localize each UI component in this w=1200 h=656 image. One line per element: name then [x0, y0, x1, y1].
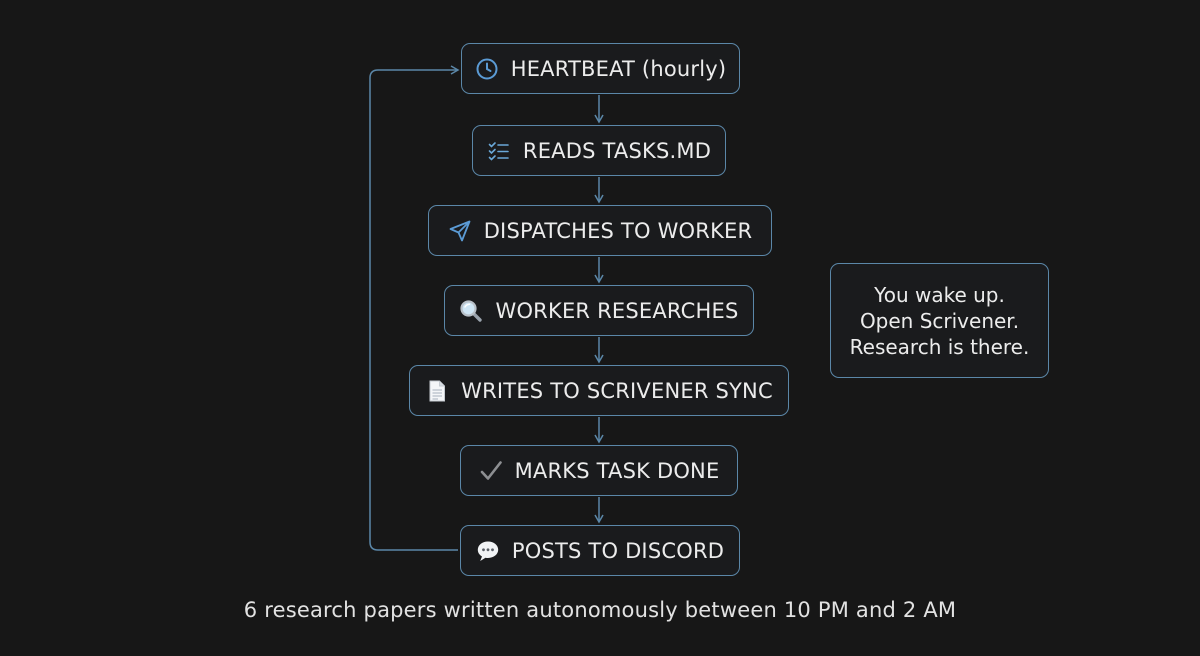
paper-plane-icon	[448, 219, 472, 243]
note-line: Open Scrivener.	[859, 308, 1020, 333]
step-label: WRITES TO SCRIVENER SYNC	[461, 378, 773, 403]
step-writes-scrivener: WRITES TO SCRIVENER SYNC	[409, 365, 789, 416]
step-label: WORKER RESEARCHES	[495, 298, 739, 323]
note-line: You wake up.	[874, 282, 1005, 307]
step-marks-done: MARKS TASK DONE	[460, 445, 738, 496]
magnifier-icon	[459, 299, 483, 323]
checklist-icon	[487, 139, 511, 163]
wake-up-note: You wake up. Open Scrivener. Research is…	[830, 263, 1049, 378]
step-label: POSTS TO DISCORD	[511, 538, 725, 563]
note-line: Research is there.	[849, 334, 1030, 359]
speech-bubble-icon	[476, 539, 500, 563]
step-label: HEARTBEAT (hourly)	[510, 56, 727, 81]
step-heartbeat: HEARTBEAT (hourly)	[461, 43, 740, 94]
step-reads-tasks: READS TASKS.MD	[472, 125, 726, 176]
step-worker-researches: WORKER RESEARCHES	[444, 285, 754, 336]
summary-caption: 6 research papers written autonomously b…	[243, 598, 957, 622]
document-icon	[425, 379, 449, 403]
clock-icon	[475, 57, 499, 81]
step-dispatches: DISPATCHES TO WORKER	[428, 205, 772, 256]
step-label: DISPATCHES TO WORKER	[483, 218, 753, 243]
step-label: READS TASKS.MD	[522, 138, 712, 163]
checkmark-icon	[479, 459, 503, 483]
step-posts-discord: POSTS TO DISCORD	[460, 525, 740, 576]
loop-back-arrow	[369, 65, 460, 551]
step-label: MARKS TASK DONE	[514, 458, 720, 483]
